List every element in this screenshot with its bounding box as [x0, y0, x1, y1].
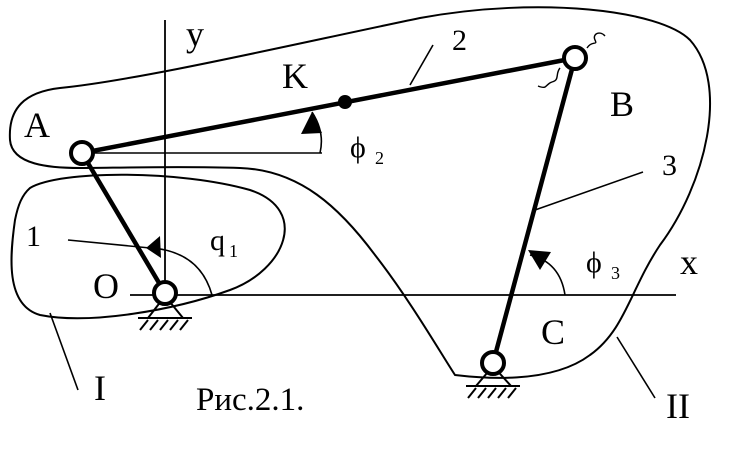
joint-A [69, 140, 95, 166]
region-II-leader [616, 336, 656, 399]
spring-mark-B-bottom [537, 67, 561, 89]
label-region-I: I [94, 368, 106, 408]
link-1 [80, 151, 167, 295]
spring-mark-B-top [586, 32, 606, 49]
label-region-II: II [666, 386, 690, 426]
label-link-1: 1 [26, 220, 41, 253]
point-K [338, 95, 352, 109]
label-link-2: 2 [452, 24, 467, 57]
phi3-arrowhead [528, 250, 551, 270]
label-B: B [610, 84, 634, 124]
joint-B [562, 45, 588, 71]
q1-angle-arc [151, 247, 213, 296]
label-K: K [282, 56, 308, 96]
label-O: O [93, 266, 119, 306]
phi2-arrowhead [301, 112, 322, 134]
link-3-pointer [534, 171, 644, 211]
label-q1: q [210, 224, 225, 257]
joint-C [480, 350, 506, 376]
region-I-outline [10, 173, 286, 320]
joint-O [152, 280, 178, 306]
link-2-pointer [409, 44, 434, 86]
label-C: C [541, 312, 565, 352]
region-II-outline [8, 6, 711, 379]
label-y: y [186, 14, 204, 54]
label-phi2-sub: 2 [375, 148, 384, 168]
label-A: A [24, 105, 50, 145]
link-3 [490, 57, 578, 364]
region-I-leader [49, 312, 79, 391]
q1-arrowhead [146, 236, 161, 258]
figure-caption: Рис.2.1. [196, 382, 304, 418]
ground-support-C [466, 364, 520, 399]
ground-support-O [138, 294, 192, 331]
link-1-pointer [67, 239, 151, 249]
label-phi2: ϕ [350, 131, 366, 164]
label-q1-sub: 1 [229, 241, 238, 261]
label-link-3: 3 [662, 149, 677, 182]
label-phi3-sub: 3 [611, 263, 620, 283]
link-2 [81, 55, 576, 156]
label-phi3: ϕ [586, 246, 602, 279]
label-x: x [680, 242, 698, 282]
